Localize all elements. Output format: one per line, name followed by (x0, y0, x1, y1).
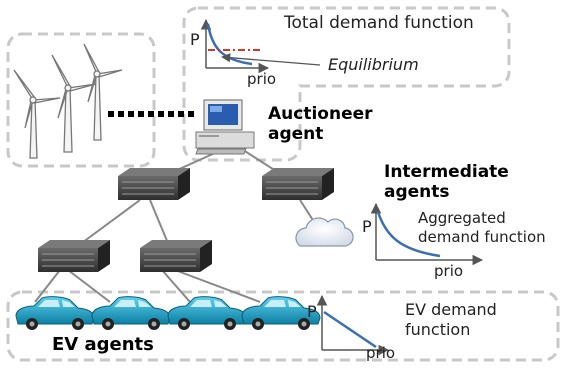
aggregated-title-line1: Aggregated (418, 209, 506, 227)
total-p-axis-label: P (190, 30, 200, 49)
intermediate-label-line1: Intermediate (384, 162, 509, 182)
auctioneer-label-line1: Auctioneer (268, 104, 373, 124)
ev-box (6, 290, 560, 362)
ev-agents-label: EV agents (52, 334, 154, 355)
aggregated-demand-plot (370, 202, 484, 266)
computer-icon (195, 99, 255, 155)
server-icon (38, 168, 334, 272)
aggregated-title-line2: demand function (418, 228, 546, 246)
ev-p-axis-label: P (307, 302, 317, 321)
car-icon (15, 296, 321, 330)
aggregated-p-axis-label: P (362, 217, 372, 236)
auctioneer-label-line2: agent (268, 124, 324, 144)
total-prio-axis-label: prio (247, 70, 277, 88)
ev-demand-title-line1: EV demand (405, 300, 497, 319)
aggregated-prio-axis-label: prio (434, 262, 464, 280)
auctioneer-box (182, 6, 511, 162)
wind-turbine-icon (13, 43, 123, 159)
ev-demand-plot (316, 294, 390, 356)
equilibrium-label: Equilibrium (328, 55, 419, 74)
total-demand-title: Total demand function (284, 13, 474, 33)
wind-box (6, 32, 156, 168)
ev-prio-axis-label: prio (366, 344, 396, 362)
ev-demand-title-line2: function (405, 320, 471, 339)
intermediate-label-line2: agents (384, 182, 450, 202)
total-demand-plot (200, 18, 321, 74)
cloud-icon (295, 217, 354, 247)
